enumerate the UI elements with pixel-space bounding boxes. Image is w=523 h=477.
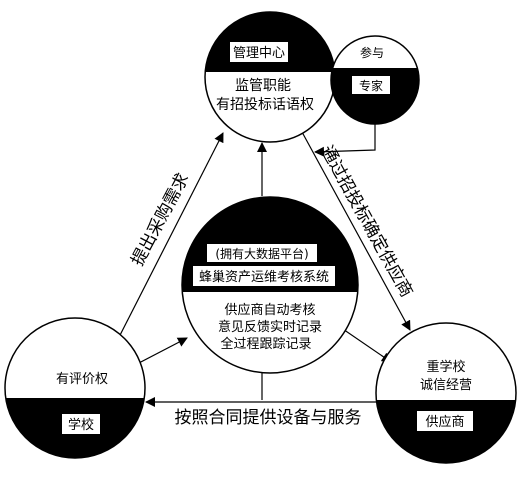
platform-item1: 供应商自动考核 <box>224 302 315 318</box>
expert-bottom-box <box>352 76 390 94</box>
platform-item2: 意见反馈实时记录 <box>218 319 322 335</box>
platform-node-outline <box>181 196 359 374</box>
school-node-outline <box>4 317 146 459</box>
supplier-line2: 诚信经营 <box>420 378 472 393</box>
school-bottom-box <box>62 414 100 434</box>
management-line2: 有招投标话语权 <box>216 97 314 113</box>
management-node-dark-half <box>205 12 335 72</box>
arrow-platform-to-supplier <box>336 324 392 363</box>
arrow-management-to-supplier <box>301 131 411 331</box>
supplier-bottom-box <box>417 411 473 431</box>
school-top-label: 有评价权 <box>56 371 108 387</box>
expert-node-outline <box>330 35 420 125</box>
edge-label-supplier-to-school: 按照合同提供设备与服务 <box>175 408 362 428</box>
supplier-node-dark-half <box>376 400 516 463</box>
expert-bottom-label: 专家 <box>359 78 383 93</box>
platform-line2-box <box>193 266 335 286</box>
management-node: 管理中心 监管职能 有招投标话语权 <box>204 11 336 143</box>
expert-top-label: 参与 <box>360 45 384 60</box>
management-line1: 监管职能 <box>235 78 291 94</box>
supplier-node-outline <box>375 322 517 464</box>
supplier-bottom-label: 供应商 <box>425 414 464 430</box>
school-node: 有评价权 学校 <box>4 317 146 459</box>
platform-item3: 全过程跟踪记录 <box>220 336 311 352</box>
arrow-expert-to-edge <box>314 124 376 157</box>
school-bottom-label: 学校 <box>68 417 94 433</box>
platform-line2: 蜂巢资产运维考核系统 <box>199 270 329 285</box>
management-header-label: 管理中心 <box>233 46 285 61</box>
expert-node: 参与 专家 <box>330 35 420 125</box>
platform-node: (拥有大数据平台) 蜂巢资产运维考核系统 供应商自动考核 意见反馈实时记录 全过… <box>181 196 359 374</box>
platform-line1: (拥有大数据平台) <box>215 246 308 261</box>
supplier-node: 重学校 诚信经营 供应商 <box>375 322 517 464</box>
management-header-box <box>230 42 288 62</box>
arrow-school-to-management <box>114 132 224 346</box>
supplier-line1: 重学校 <box>426 359 465 375</box>
platform-line1-box <box>207 244 317 262</box>
